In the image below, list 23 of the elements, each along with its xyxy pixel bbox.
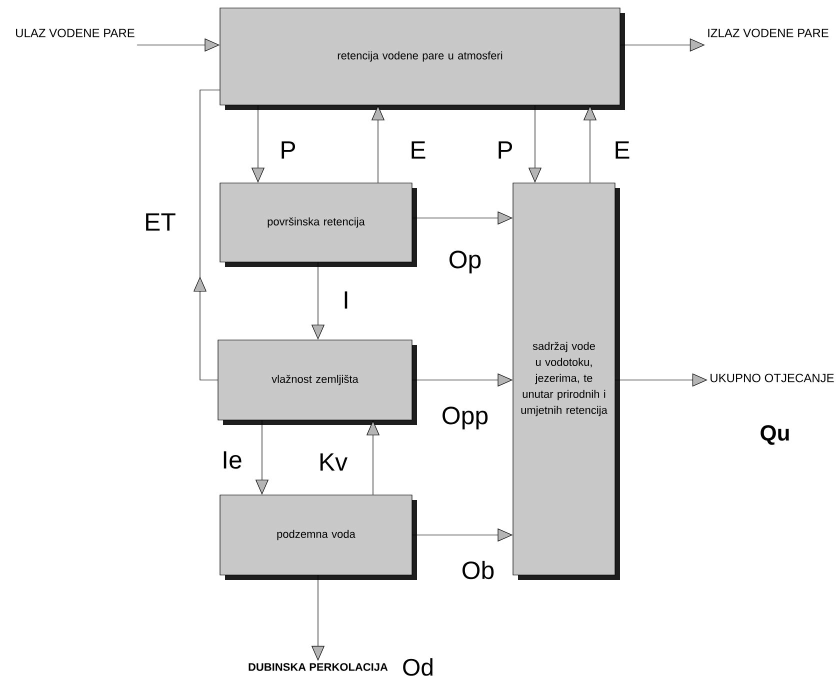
edge-label: I — [344, 291, 348, 309]
edge-label: E — [616, 141, 630, 159]
edge-label: Op — [450, 250, 481, 274]
edge-label: ET — [146, 213, 176, 231]
flow-label: ULAZ VODENE PARE — [16, 28, 134, 38]
process-box: površinska retencija — [220, 182, 417, 267]
process-box: vlažnost zemljišta — [218, 340, 417, 425]
edge-label: Ob — [462, 560, 494, 580]
edge-label: Kv — [320, 453, 348, 471]
edge-label: Opp — [442, 406, 488, 430]
edge-label: E — [412, 141, 426, 159]
arrow — [193, 90, 220, 380]
symbol-label: Qu — [760, 425, 789, 445]
flow-label: UKUPNO OTJECANJE — [710, 374, 834, 382]
process-box: retencija vodene pare u atmosferi — [220, 8, 625, 110]
symbol-label: Od — [403, 658, 432, 676]
edge-label: P — [498, 141, 512, 159]
flow-label: IZLAZ VODENE PARE — [708, 28, 828, 38]
edge-label: P — [282, 141, 296, 159]
process-box: sadržaj vode u vodotoku, jezerima, te unutar prirodnih i umjetnih retencija — [512, 182, 620, 580]
edge-label: Ie — [224, 451, 242, 469]
flow-label: DUBINSKA PERKOLACIJA — [248, 663, 388, 671]
process-box: podzemna voda — [220, 494, 417, 580]
